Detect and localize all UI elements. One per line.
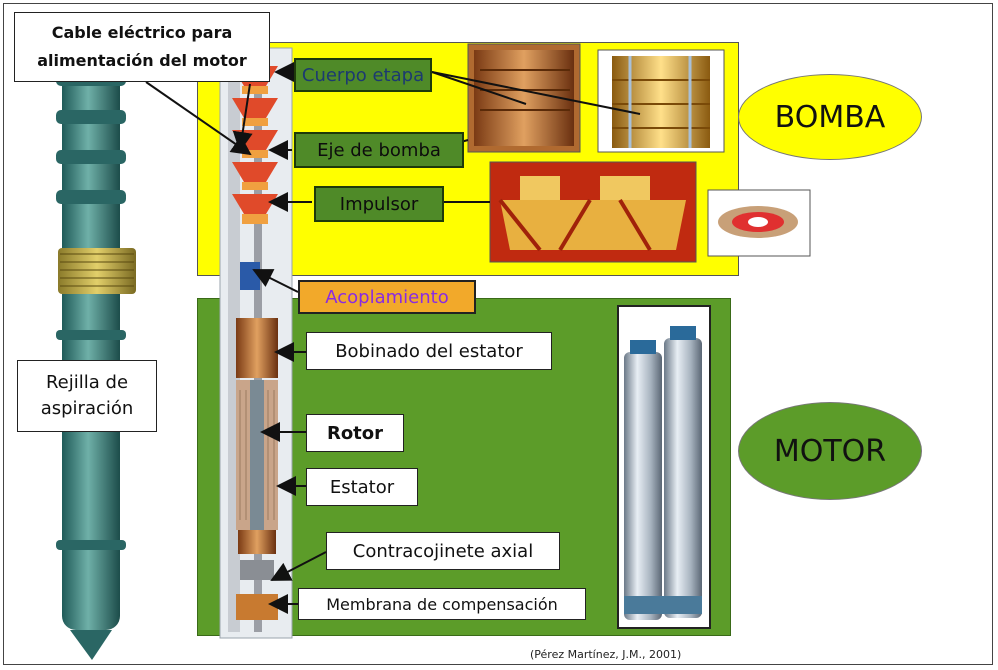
- bomba-ellipse: BOMBA: [738, 74, 922, 160]
- rotor-label: Rotor: [306, 414, 404, 452]
- bobinado-label: Bobinado del estator: [306, 332, 552, 370]
- impulsor-label: Impulsor: [314, 186, 444, 222]
- contracojinete-label: Contracojinete axial: [326, 532, 560, 570]
- cuerpo-etapa-label: Cuerpo etapa: [294, 58, 432, 92]
- citation-text: (Pérez Martínez, J.M., 2001): [530, 648, 682, 661]
- acoplamiento-label: Acoplamiento: [298, 280, 476, 314]
- cable-label: Cable eléctrico para alimentación del mo…: [14, 12, 270, 82]
- membrana-label: Membrana de compensación: [298, 588, 586, 620]
- diagram-frame: [3, 3, 993, 665]
- rejilla-label: Rejilla de aspiración: [17, 360, 157, 432]
- estator-label: Estator: [306, 468, 418, 506]
- motor-ellipse: MOTOR: [738, 402, 922, 500]
- cutaway-illustration: [219, 47, 293, 639]
- eje-bomba-label: Eje de bomba: [294, 132, 464, 168]
